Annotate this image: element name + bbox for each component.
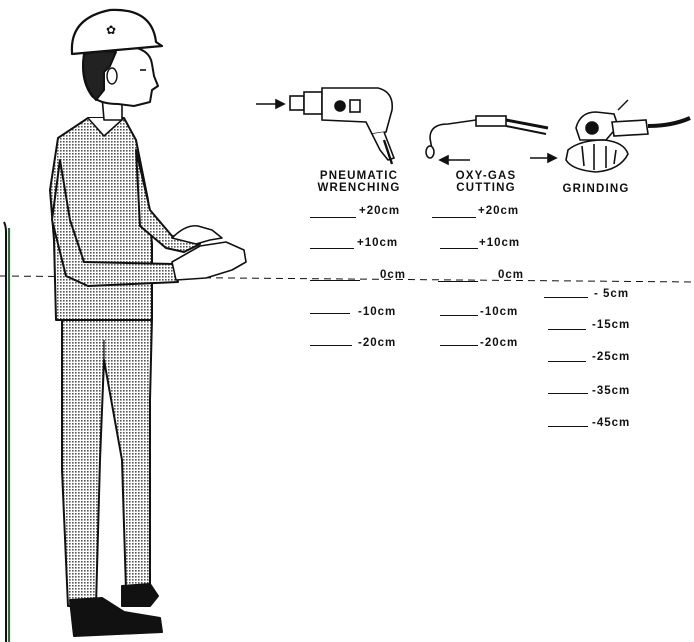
level-label: -10cm — [480, 306, 519, 318]
oxy-gas-torch-icon — [425, 115, 549, 166]
level-line — [548, 329, 586, 330]
level-label: -45cm — [592, 417, 631, 429]
level-label: +20cm — [359, 205, 401, 217]
level-line — [310, 345, 352, 346]
header-line: GRINDING — [562, 183, 630, 195]
level-line — [440, 248, 478, 249]
level-line — [310, 313, 350, 314]
worker-figure: ✿ — [49, 8, 247, 637]
level-label: 0cm — [498, 269, 525, 281]
level-line — [310, 248, 354, 249]
level-line — [310, 280, 360, 281]
level-line — [310, 217, 356, 218]
level-line — [440, 315, 478, 316]
angle-grinder-icon — [530, 99, 691, 173]
level-label: -10cm — [358, 306, 397, 318]
level-line — [548, 426, 588, 427]
level-label: -20cm — [480, 337, 519, 349]
svg-text:✿: ✿ — [106, 23, 116, 37]
level-label: -35cm — [592, 385, 631, 397]
level-label: -25cm — [592, 351, 631, 363]
level-line — [544, 297, 588, 298]
elbow-height-line — [0, 275, 694, 283]
header-line: WRENCHING — [317, 182, 401, 195]
wall — [3, 221, 11, 642]
level-line — [548, 393, 588, 394]
level-label: -15cm — [592, 319, 631, 331]
level-label: -20cm — [358, 337, 397, 349]
header-grinding: GRINDING — [552, 183, 640, 195]
pneumatic-wrench-icon — [256, 87, 396, 165]
hard-hat-icon — [70, 8, 164, 56]
level-line — [432, 217, 476, 218]
level-line — [438, 281, 478, 282]
level-label: - 5cm — [594, 288, 630, 300]
header-pneumatic-wrenching: PNEUMATIC WRENCHING — [306, 170, 412, 194]
header-oxy-gas-cutting: OXY-GAS CUTTING — [438, 170, 534, 194]
level-line — [440, 345, 478, 346]
level-label: 0cm — [380, 269, 407, 281]
level-line — [548, 361, 586, 362]
header-line: PNEUMATIC — [319, 170, 399, 182]
header-line: CUTTING — [456, 182, 516, 195]
level-label: +20cm — [478, 205, 520, 217]
level-label: +10cm — [357, 237, 399, 249]
level-label: +10cm — [479, 237, 521, 249]
header-line: OXY-GAS — [455, 170, 517, 182]
